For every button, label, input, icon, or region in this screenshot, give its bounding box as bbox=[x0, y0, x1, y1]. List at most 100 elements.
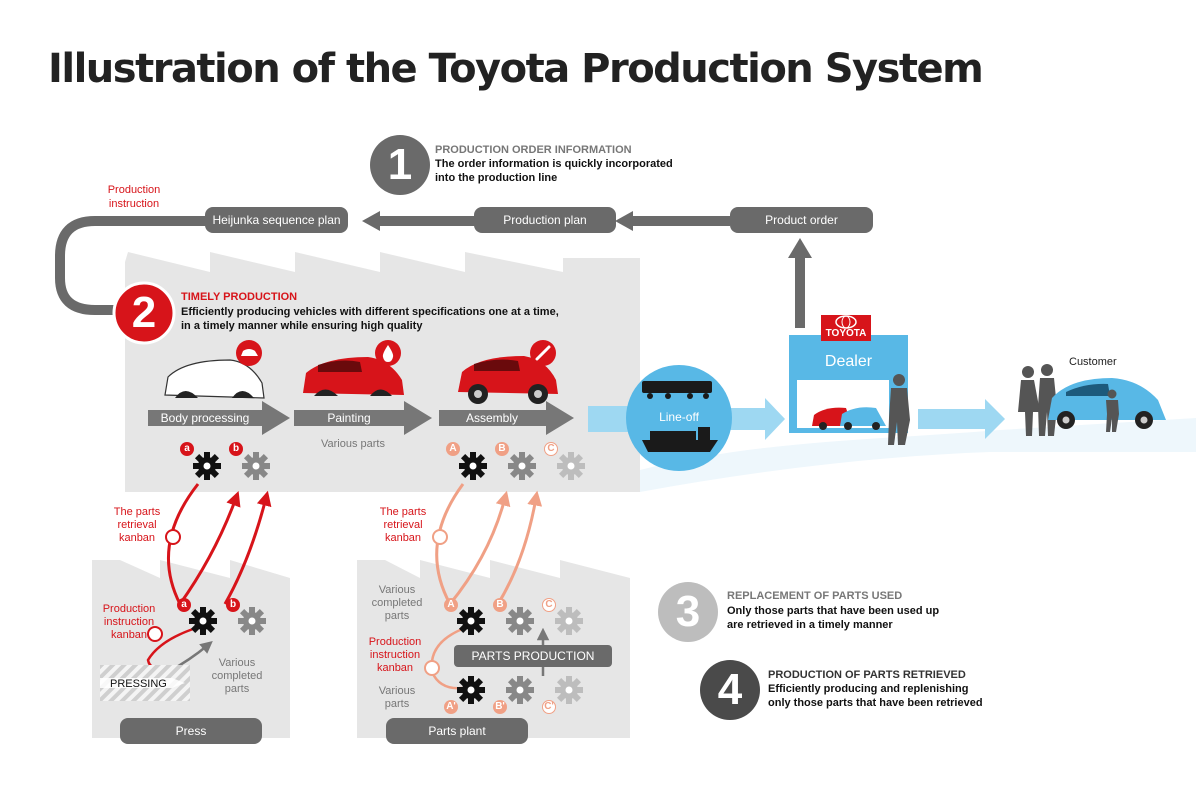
stage-assembly: Assembly bbox=[465, 411, 518, 425]
parts-production-label: PARTS PRODUCTION bbox=[454, 645, 612, 667]
step1-number: 1 bbox=[387, 140, 413, 189]
page-title: Illustration of the Toyota Production Sy… bbox=[48, 46, 984, 92]
press-completed-3: parts bbox=[224, 683, 250, 695]
letter-b-main: b bbox=[229, 442, 243, 456]
parts-various-2: parts bbox=[384, 698, 410, 710]
gear-C2-parts bbox=[555, 676, 583, 704]
stage-body-processing: Body processing bbox=[160, 411, 250, 425]
gear-b-main bbox=[242, 452, 270, 480]
step2-heading: TIMELY PRODUCTION bbox=[181, 291, 298, 303]
left-retrieval-kanban-2: retrieval bbox=[117, 519, 157, 531]
step1-heading: PRODUCTION ORDER INFORMATION bbox=[435, 144, 632, 156]
gear-b-press bbox=[238, 607, 266, 635]
kanban-marker-left-top bbox=[165, 529, 181, 545]
lineoff-truck-icon bbox=[642, 381, 712, 399]
step3-heading: REPLACEMENT OF PARTS USED bbox=[727, 590, 903, 602]
right-retrieval-kanban-1: The parts bbox=[379, 506, 427, 518]
arrow-painting bbox=[294, 401, 432, 435]
left-retrieval-kanban-3: kanban bbox=[118, 532, 156, 544]
customer-couple bbox=[1018, 364, 1057, 436]
step1-line1: The order information is quickly incorpo… bbox=[435, 158, 673, 170]
letter-b-press: b bbox=[226, 598, 240, 612]
kanban-marker-left-bottom bbox=[147, 626, 163, 642]
gear-A2-parts bbox=[457, 676, 485, 704]
left-instruction-kanban-2: instruction bbox=[103, 616, 155, 628]
customer-child bbox=[1106, 389, 1119, 432]
lineoff-label: Line-off bbox=[659, 410, 699, 424]
step2-number: 2 bbox=[131, 288, 157, 337]
parts-plant-label: Parts plant bbox=[386, 718, 528, 744]
letter-B-main: B bbox=[495, 442, 509, 456]
letter-A2-parts: A' bbox=[444, 700, 458, 714]
step3-line1: Only those parts that have been used up bbox=[727, 605, 940, 617]
arrow-body-processing bbox=[148, 401, 290, 435]
letter-A-parts: A bbox=[444, 598, 458, 612]
salmon-kanban-loop-B bbox=[496, 490, 543, 605]
gear-C-main bbox=[557, 452, 585, 480]
step4-line1: Efficiently producing and replenishing bbox=[768, 683, 969, 695]
production-instruction-label-1: Production bbox=[107, 184, 161, 196]
right-retrieval-kanban-2: retrieval bbox=[383, 519, 423, 531]
kanban-marker-right-top bbox=[432, 529, 448, 545]
right-instruction-kanban-3: kanban bbox=[376, 662, 414, 674]
letter-a-press: a bbox=[177, 598, 191, 612]
letter-B2-parts: B' bbox=[493, 700, 507, 714]
right-instruction-kanban-1: Production bbox=[368, 636, 422, 648]
letter-C-main: C bbox=[544, 442, 558, 456]
flow-arrowhead-1 bbox=[362, 211, 380, 231]
step4-heading: PRODUCTION OF PARTS RETRIEVED bbox=[768, 669, 966, 681]
product-order: Product order bbox=[730, 207, 873, 233]
step1-line2: into the production line bbox=[435, 172, 558, 184]
red-kanban-loop-b bbox=[223, 490, 272, 605]
customer-label: Customer bbox=[1069, 356, 1117, 368]
step2-line2: in a timely manner while ensuring high q… bbox=[181, 320, 423, 332]
parts-completed-3: parts bbox=[384, 610, 410, 622]
dealer-person bbox=[888, 374, 910, 445]
parts-completed-1: Various bbox=[378, 584, 416, 596]
step4-circle bbox=[700, 660, 760, 720]
parts-completed-2: completed bbox=[371, 597, 423, 609]
car-body-white bbox=[164, 359, 265, 399]
step1-circle bbox=[370, 135, 430, 195]
dealer-label: Dealer bbox=[824, 353, 873, 370]
lineoff-arrow-left bbox=[588, 406, 633, 432]
gear-B-parts bbox=[506, 607, 534, 635]
step4-number: 4 bbox=[717, 665, 743, 714]
parts-various-1: Various bbox=[378, 685, 416, 697]
production-instruction-loop bbox=[55, 216, 210, 315]
various-parts-label: Various parts bbox=[321, 438, 385, 450]
left-retrieval-kanban-1: The parts bbox=[113, 506, 161, 518]
gear-B2-parts bbox=[506, 676, 534, 704]
gear-A-parts bbox=[457, 607, 485, 635]
pressing-label: PRESSING bbox=[110, 678, 167, 690]
gear-a-press bbox=[189, 607, 217, 635]
production-plan: Production plan bbox=[474, 207, 616, 233]
red-kanban-loop-a bbox=[167, 483, 200, 605]
gear-a-main bbox=[193, 452, 221, 480]
car-painted-red bbox=[303, 357, 404, 396]
gear-B-main bbox=[508, 452, 536, 480]
production-instruction-label-2: instruction bbox=[108, 198, 160, 210]
customer-car-blue bbox=[1048, 378, 1166, 429]
delivery-ground bbox=[640, 418, 1196, 492]
lineoff-arrow-right bbox=[728, 398, 785, 440]
letter-a-main: a bbox=[180, 442, 194, 456]
gear-C-parts bbox=[555, 607, 583, 635]
to-customer-arrow bbox=[918, 399, 1005, 439]
left-instruction-kanban-3: kanban bbox=[110, 629, 148, 641]
step4-line2: only those parts that have been retrieve… bbox=[768, 697, 983, 709]
car-assembled-red bbox=[458, 356, 558, 404]
lineoff-ship-icon bbox=[642, 427, 718, 452]
arrow-assembly bbox=[439, 401, 574, 435]
gear-A-main bbox=[459, 452, 487, 480]
press-plant-label: Press bbox=[120, 718, 262, 744]
letter-B-parts: B bbox=[493, 598, 507, 612]
letter-C2-parts: C' bbox=[542, 700, 556, 714]
press-completed-2: completed bbox=[211, 670, 263, 682]
dealer-car-blue bbox=[840, 407, 886, 426]
stage-painting: Painting bbox=[327, 411, 371, 425]
step3-circle bbox=[658, 582, 718, 642]
right-retrieval-kanban-3: kanban bbox=[384, 532, 422, 544]
press-completed-1: Various bbox=[218, 657, 256, 669]
